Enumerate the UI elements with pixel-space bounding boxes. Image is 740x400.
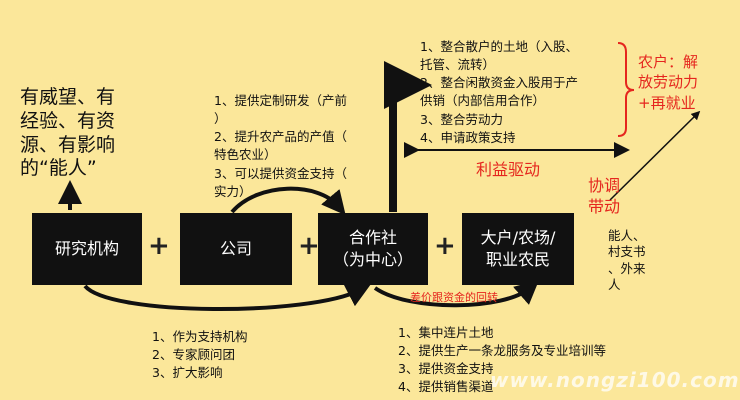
benefit-driven-label: 利益驱动 bbox=[476, 160, 541, 179]
arrow-coop-to-notes bbox=[384, 61, 432, 212]
cooperative-box: 合作社 （为中心） bbox=[318, 213, 428, 285]
coop-integration-notes: 1、整合散户的土地（入股、 托管、流转） 2、整合闲散资金入股用于产 供销（内部… bbox=[420, 39, 578, 145]
coordinate-label: 协调 带动 bbox=[588, 176, 621, 216]
plus-sign-1: + bbox=[148, 231, 170, 261]
arrow-company-to-coop bbox=[230, 186, 346, 216]
capable-people-notes: 能人、 村支书 、外来 人 bbox=[608, 228, 646, 292]
capable-person-note: 有威望、有 经验、有资 源、有影响 的“能人” bbox=[20, 86, 116, 180]
arrow-research-to-coop bbox=[83, 284, 371, 311]
research-institute-box: 研究机构 bbox=[32, 213, 142, 285]
connector-arrows bbox=[58, 42, 701, 311]
cooperative-label: 合作社 bbox=[348, 228, 397, 248]
company-box: 公司 bbox=[180, 213, 292, 285]
plus-sign-2: + bbox=[298, 231, 320, 261]
farmer-sublabel: 职业农民 bbox=[485, 250, 550, 269]
cooperative-sublabel: （为中心） bbox=[332, 250, 413, 269]
plus-sign-3: + bbox=[434, 231, 456, 261]
price-difference-label: 差价跟资金的回转 bbox=[410, 291, 498, 304]
company-notes: 1、提供定制研发（产前 ） 2、提升农产品的产值（ 特色农业） 3、可以提供资金… bbox=[214, 93, 347, 199]
farmer-benefit-note: 农户：解 放劳动力 +再就业 bbox=[638, 53, 699, 112]
coop-service-notes: 1、集中连片土地 2、提供生产一条龙服务及专业培训等 3、提供资金支持 4、提供… bbox=[398, 325, 606, 395]
arrow-coop-to-farmer bbox=[373, 280, 540, 308]
research-institute-label: 研究机构 bbox=[54, 239, 119, 259]
watermark: www.nongzi100.com bbox=[490, 368, 740, 392]
arrow-diagonal-up bbox=[609, 110, 701, 201]
research-notes: 1、作为支持机构 2、专家顾问团 3、扩大影响 bbox=[152, 329, 248, 381]
notes-bracket bbox=[617, 42, 635, 137]
company-label: 公司 bbox=[219, 239, 252, 259]
farmer-label: 大户/农场/ bbox=[480, 228, 556, 248]
farmer-box: 大户/农场/ 职业农民 bbox=[462, 213, 574, 285]
